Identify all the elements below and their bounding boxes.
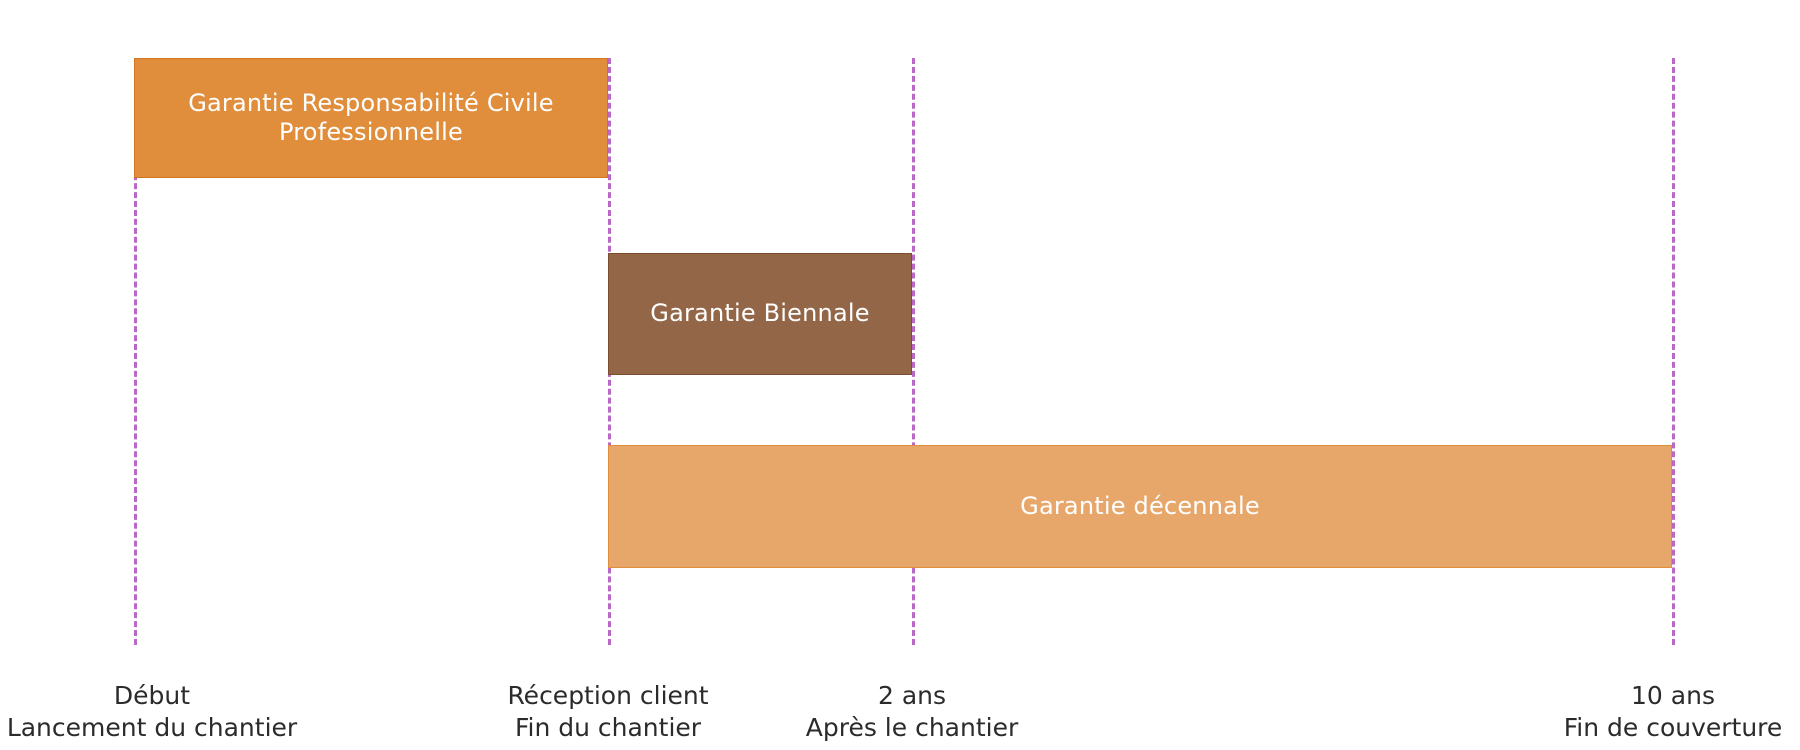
milestone-line-deux-ans [912, 58, 915, 645]
axis-label-dix-ans-secondary: Fin de couverture [1563, 713, 1783, 742]
axis-label-deux-ans-primary: 2 ans [877, 681, 947, 710]
axis-label-deux-ans-secondary: Après le chantier [805, 713, 1019, 742]
axis-label-reception-client-primary: Réception client [507, 681, 709, 710]
bar-garantie-rc-pro[interactable]: Garantie Responsabilité Civile Professio… [134, 58, 608, 178]
axis-label-debut-primary: Début [113, 681, 191, 710]
axis-label-dix-ans: 10 ans Fin de couverture [1564, 680, 1783, 744]
bar-label-garantie-decennale: Garantie décennale [1020, 491, 1260, 520]
milestone-line-debut [134, 58, 137, 645]
bar-garantie-biennale[interactable]: Garantie Biennale [608, 253, 912, 375]
bar-label-garantie-rc-pro: Garantie Responsabilité Civile Professio… [188, 88, 554, 146]
axis-label-dix-ans-primary: 10 ans [1631, 681, 1715, 710]
milestone-line-dix-ans [1672, 58, 1675, 645]
bar-garantie-decennale[interactable]: Garantie décennale [608, 445, 1672, 568]
axis-label-reception-client-secondary: Fin du chantier [514, 713, 702, 742]
axis-label-debut-secondary: Lancement du chantier [6, 713, 298, 742]
axis-label-deux-ans: 2 ans Après le chantier [806, 680, 1019, 744]
bar-label-garantie-biennale: Garantie Biennale [650, 299, 870, 328]
axis-label-debut: Début Lancement du chantier [7, 680, 297, 744]
axis-label-reception-client: Réception client Fin du chantier [507, 680, 708, 744]
